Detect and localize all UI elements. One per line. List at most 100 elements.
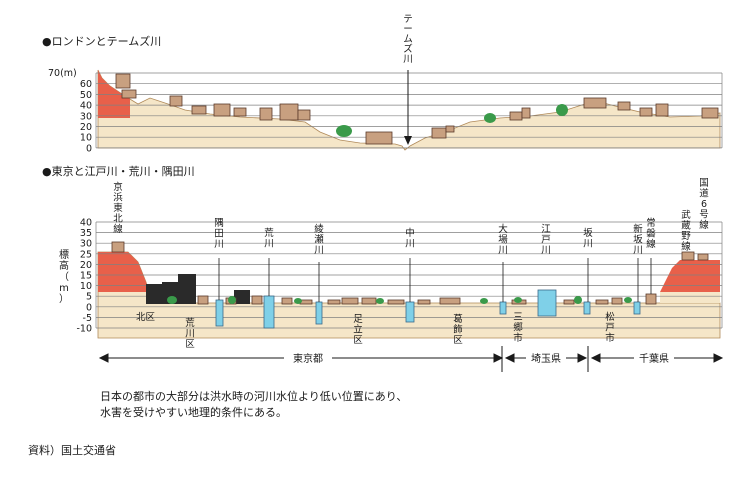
tokyo-right-plateau [660,260,720,292]
upper-label-arakawa: 川 [264,239,274,250]
upper-label-keihin-tohoku: 浜 [113,193,123,204]
upper-label-sumida: 隅 [214,218,224,229]
tokyo-y-tick: 15 [80,271,92,282]
tokyo-y-tick: -5 [83,313,92,324]
upper-label-keihin-tohoku: 東 [113,202,123,214]
upper-label-oba: 場 [498,234,508,246]
tokyo-y-tick: 35 [80,228,92,239]
tokyo-section-title: ●東京と江戸川・荒川・隅田川 [42,164,195,178]
upper-label-keihin-tohoku: 北 [113,214,123,225]
upper-label-joban: 線 [646,238,656,250]
tokyo-y-axis-char: m [59,283,69,294]
tokyo-y-tick: 0 [86,302,92,313]
upper-label-edogawa: 川 [541,245,551,256]
pref-tokyo-bg [284,351,332,365]
upper-label-sumida: 川 [214,239,224,250]
tokyo-y-tick: 20 [80,260,92,271]
tokyo-y-tick: 10 [80,281,92,292]
tokyo-rivers [215,289,641,329]
upper-label-route6: 号 [699,210,709,221]
thames-label-char: ズ [403,43,413,55]
upper-label-joban: 常 [646,217,656,229]
prefecture-saitama: 埼玉県 [531,352,561,365]
upper-label-musashino: 野 [681,231,691,242]
upper-label-oba: 川 [498,245,508,256]
tokyo-y-axis-char: ） [59,293,69,305]
upper-label-keihin-tohoku: 京 [113,181,123,193]
upper-label-sumida: 田 [214,229,224,240]
tokyo-y-tick: 30 [80,239,92,250]
upper-label-musashino: 線 [681,241,691,253]
prefecture-chiba: 千葉県 [639,352,669,365]
london-y-tick: 30 [80,111,92,122]
ward-label-adachi: 区 [353,335,363,346]
thames-label-char: ー [403,24,413,35]
tokyo-y-axis-char: 標 [59,248,69,261]
thames-label-char: テ [403,14,413,25]
prefecture-tokyo: 東京都 [293,352,323,365]
upper-label-ayase: 瀬 [314,234,324,246]
upper-label-arakawa: 荒 [264,228,274,239]
upper-label-musashino: 蔵 [681,220,691,232]
ward-label-adachi: 足 [353,314,363,325]
london-y-tick: 20 [80,122,92,133]
ward-label-matsudo: 市 [605,332,615,344]
upper-label-route6: 国 [699,178,709,189]
upper-label-nakagawa: 川 [405,239,415,250]
london-y-tick: 40 [80,101,92,112]
london-y-tick: 0 [86,143,92,154]
thames-label: テームズ川 [403,14,413,65]
thames-label-char: 川 [403,54,413,65]
upper-label-musashino: 武 [681,209,691,221]
ward-label-matsudo: 松 [605,311,615,323]
ward-label-katsushika: 区 [453,335,463,346]
ward-label-adachi: 立 [353,324,363,336]
tokyo-y-axis-char: （ [59,271,69,283]
tokyo-y-axis-char: 高 [59,259,69,272]
thames-arrow-head [404,136,412,145]
tokyo-buildings [111,241,709,305]
thames-label-char: ム [403,34,413,45]
ward-label-matsudo: 戸 [605,323,615,334]
caption-line-2: 水害を受けやすい地理的条件にある。 [100,405,287,419]
upper-label-ayase: 川 [314,245,324,256]
caption-line-1: 日本の都市の大部分は洪水時の河川水位より低い位置にあり、 [100,389,407,403]
london-y-tick: 50 [80,90,92,101]
upper-label-route6: 線 [699,219,709,231]
upper-label-joban: 磐 [646,228,656,240]
tokyo-y-axis-label: 標高（m） [59,248,69,305]
upper-label-ayase: 綾 [314,223,324,235]
tokyo-y-tick: 5 [86,292,92,303]
london-buildings [115,73,719,145]
tokyo-right-plateau-lower [660,292,720,303]
tokyo-leader-lines [218,258,652,302]
london-y-tick: 60 [80,79,92,90]
london-hill [98,70,130,118]
ward-label-kita: 北区 [136,312,156,323]
upper-label-shin-sakagawa: 坂 [633,235,643,246]
upper-label-edogawa: 江 [541,224,551,235]
upper-label-shin-sakagawa: 川 [633,245,643,256]
ward-label-misato: 郷 [513,323,523,334]
upper-label-sakagawa: 川 [583,239,593,250]
upper-label-sakagawa: 坂 [583,228,593,239]
upper-label-route6: 道 [699,188,709,200]
upper-label-shin-sakagawa: 新 [633,223,643,235]
pref-saitama-bg [526,351,566,365]
london-y-tick: 10 [80,133,92,144]
tokyo-y-tick: 25 [80,249,92,260]
source-note: 資料）国土交通省 [28,443,116,457]
london-trees [336,104,568,137]
london-y-top-label: 70(m) [48,68,77,79]
ward-label-katsushika: 葛 [453,313,463,325]
london-section-title: ●ロンドンとテームズ川 [42,34,161,48]
ward-label-katsushika: 飾 [453,324,463,336]
ward-label-arakawa-ku: 荒 [185,318,195,329]
tokyo-buildings-dark [146,274,250,304]
